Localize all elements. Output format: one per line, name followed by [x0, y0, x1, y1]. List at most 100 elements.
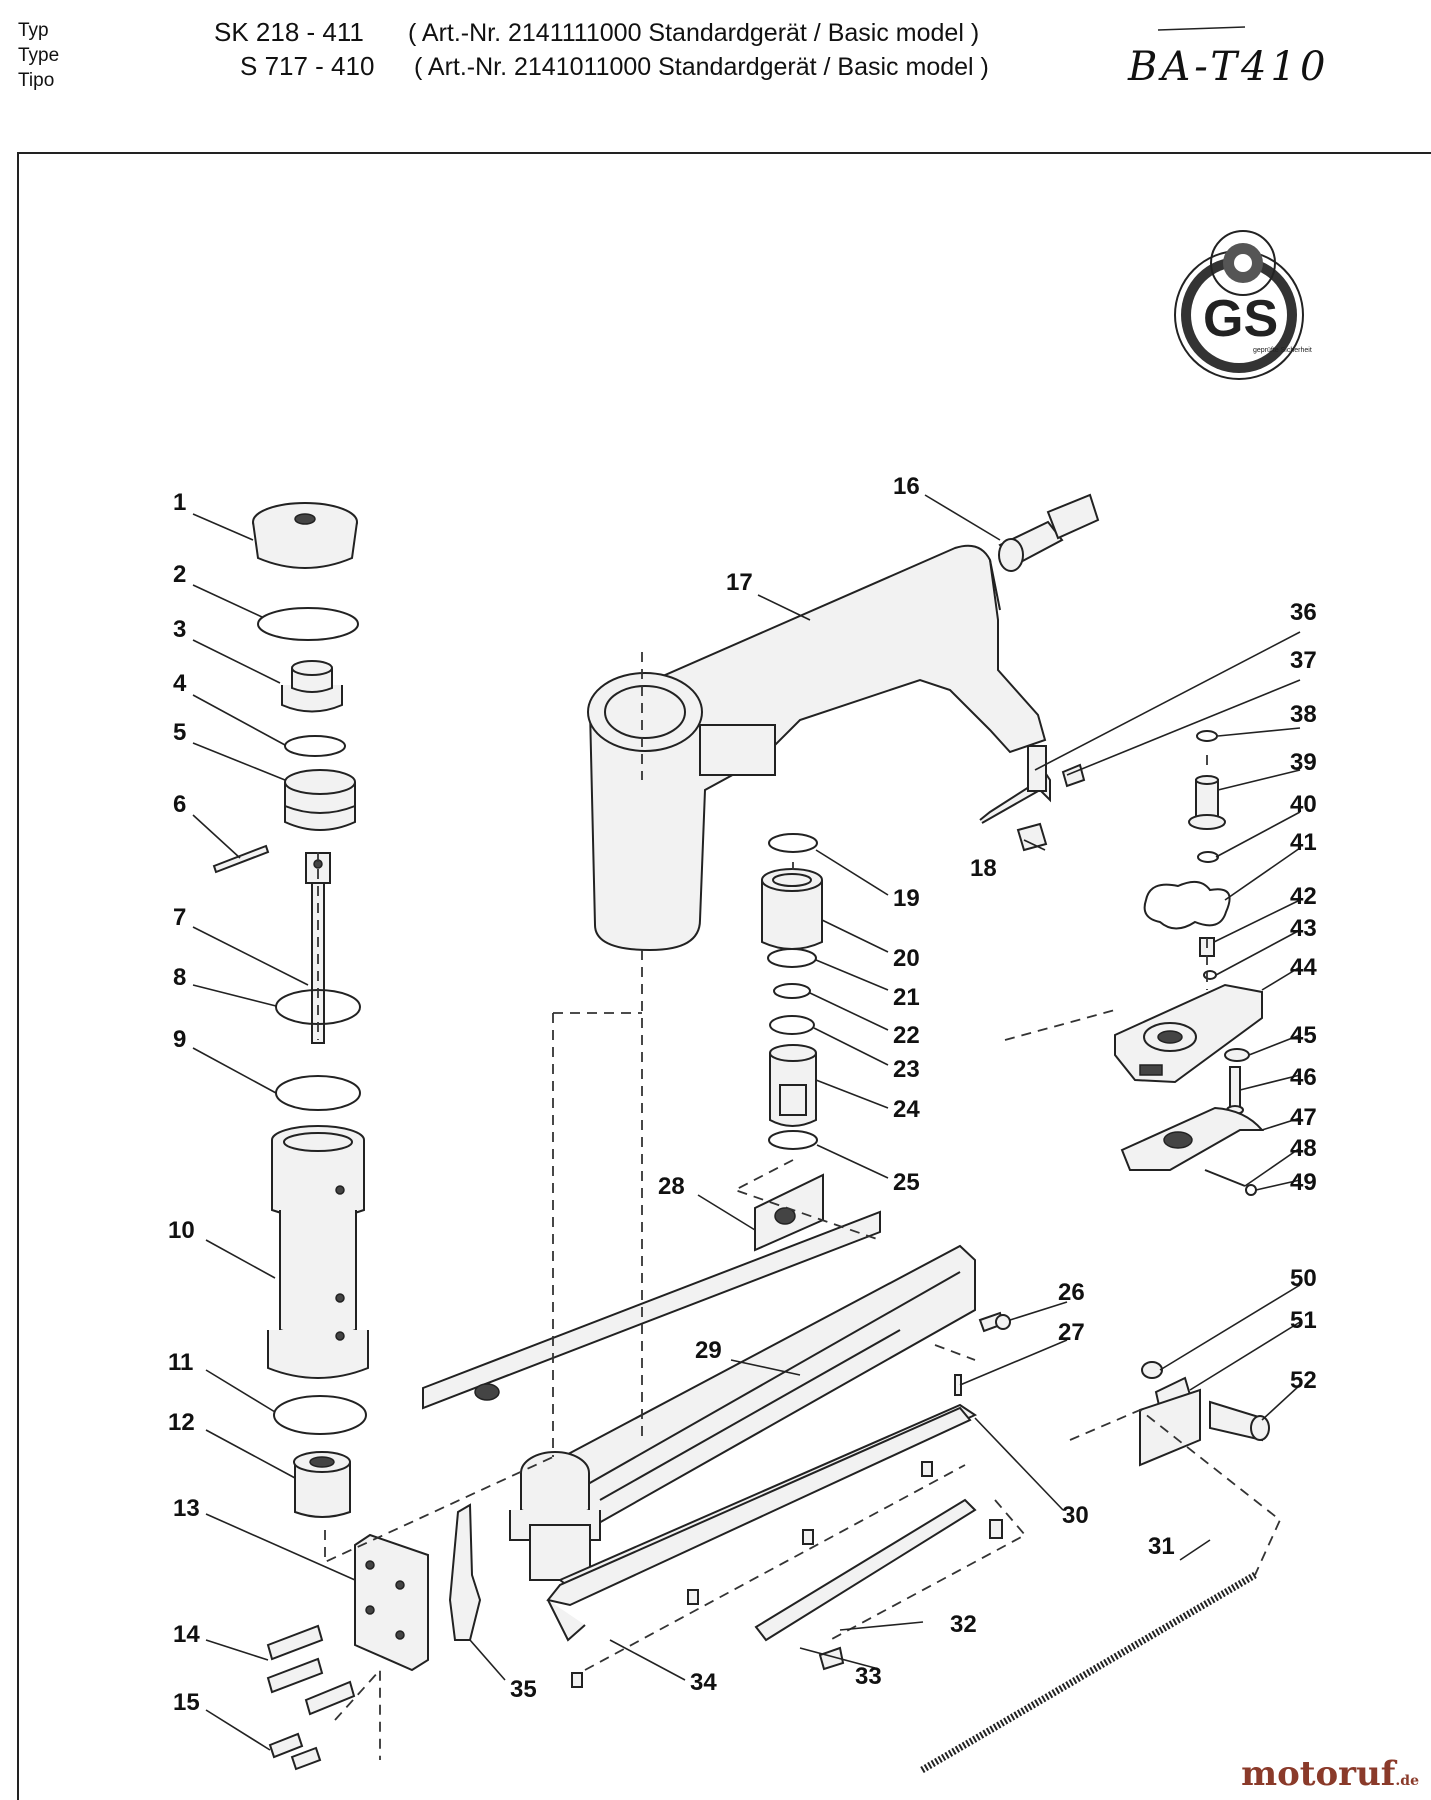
part-50-nut [1141, 1361, 1163, 1379]
callout-49: 49 [1290, 1169, 1317, 1196]
callout-26: 26 [1058, 1279, 1085, 1306]
part-22-o-ring [773, 983, 811, 999]
assembly-line-rail [829, 1499, 1027, 1641]
callout-19: 19 [893, 885, 920, 912]
part-46-pin [1226, 1066, 1244, 1115]
part-49-clip [1245, 1184, 1257, 1196]
callout-24: 24 [893, 1096, 920, 1123]
model-code-2: S 717 - 410 [240, 51, 375, 81]
type-label-it: Tipo [18, 70, 55, 91]
part-19-o-ring [768, 833, 818, 853]
part-21-o-ring [767, 948, 817, 968]
callout-16: 16 [893, 473, 920, 500]
part-17-housing [587, 544, 1047, 952]
watermark-tld: .de [1395, 1773, 1419, 1789]
gs-safety-mark-icon: GS geprüfte Sicherheit [1174, 230, 1312, 380]
part-37-screw [1061, 763, 1086, 788]
callout-11: 11 [168, 1349, 193, 1376]
callout-46: 46 [1290, 1064, 1317, 1091]
callout-33: 33 [855, 1663, 882, 1690]
part-16-air-fitting [998, 493, 1100, 572]
callout-8: 8 [173, 964, 186, 991]
callout-44: 44 [1290, 954, 1317, 981]
model-desc-2: ( Art.-Nr. 2141011000 Standardgerät / Ba… [414, 53, 989, 81]
callout-22: 22 [893, 1022, 920, 1049]
callout-36: 36 [1290, 599, 1317, 626]
part-34-pusher-rail [546, 1406, 972, 1642]
callout-4: 4 [173, 670, 187, 697]
part-31-spring-rod [920, 1571, 1257, 1774]
watermark-brand: motoruf [1241, 1754, 1396, 1794]
callout-18: 18 [970, 855, 997, 882]
callout-32: 32 [950, 1611, 977, 1638]
callout-21: 21 [893, 984, 920, 1011]
callout-39: 39 [1290, 749, 1317, 776]
callout-31: 31 [1148, 1533, 1175, 1560]
part-14-screws [266, 1624, 356, 1716]
part-33-screw [818, 1646, 845, 1671]
callout-10: 10 [168, 1217, 195, 1244]
assembly-line-valve-lower [732, 1159, 881, 1241]
part-11-o-ring [273, 1395, 367, 1435]
callout-3: 3 [173, 616, 186, 643]
part-36-bracket [979, 745, 1051, 824]
callout-51: 51 [1290, 1307, 1317, 1334]
assembly-line-screws [334, 1667, 381, 1760]
callout-25: 25 [893, 1169, 920, 1196]
part-12-bumper [293, 1451, 351, 1518]
callout-52: 52 [1290, 1367, 1317, 1394]
callout-42: 42 [1290, 883, 1317, 910]
part-20-valve-sleeve [761, 868, 823, 950]
part-43-o-ring [1203, 970, 1217, 980]
callout-numbers: 1 2 3 4 5 6 7 8 9 10 11 12 13 14 15 16 1… [168, 473, 1317, 1716]
callout-1: 1 [173, 489, 186, 516]
callout-29: 29 [695, 1337, 722, 1364]
part-45-washer [1224, 1048, 1250, 1062]
callout-47: 47 [1290, 1104, 1317, 1131]
part-magazine-screws [571, 1461, 1003, 1688]
callout-43: 43 [1290, 915, 1317, 942]
callout-17: 17 [726, 569, 753, 596]
assembly-line-pusher [1069, 1408, 1282, 1576]
callout-41: 41 [1290, 829, 1317, 856]
callout-40: 40 [1290, 791, 1317, 818]
gs-mark-letters: GS [1203, 290, 1278, 348]
type-label-de: Typ [18, 20, 49, 41]
part-13-nose-block [354, 1533, 429, 1672]
callout-15: 15 [173, 1689, 200, 1716]
part-18-screw [1016, 822, 1048, 852]
part-15-screws [268, 1732, 322, 1771]
callout-5: 5 [173, 719, 186, 746]
callout-34: 34 [690, 1669, 717, 1696]
model-desc-1: ( Art.-Nr. 2141111000 Standardgerät / Ba… [408, 19, 980, 47]
part-40-o-ring [1197, 851, 1219, 863]
part-25-o-ring [768, 1130, 818, 1150]
callout-12: 12 [168, 1409, 195, 1436]
model-code-1: SK 218 - 411 [214, 17, 364, 47]
part-10-cylinder [267, 1125, 369, 1379]
part-26-screw [978, 1311, 1011, 1333]
part-nose-housing [509, 1451, 601, 1581]
callout-37: 37 [1290, 647, 1317, 674]
part-38-o-ring [1196, 730, 1218, 742]
part-32-rail [754, 1498, 977, 1642]
callout-9: 9 [173, 1026, 186, 1053]
gs-mark-caption: geprüfte Sicherheit [1253, 347, 1312, 354]
assembly-line-rail-lower [584, 1464, 966, 1671]
callout-38: 38 [1290, 701, 1317, 728]
assembly-line-magazine [934, 1344, 976, 1361]
callout-50: 50 [1290, 1265, 1317, 1292]
callout-28: 28 [658, 1173, 685, 1200]
part-23-o-ring [769, 1015, 815, 1035]
assembly-line-bumper [324, 1456, 554, 1564]
part-4-o-ring [284, 735, 346, 757]
part-24-valve-piston [769, 1044, 817, 1127]
watermark-logo: motoruf.de [1241, 1754, 1419, 1794]
part-6-pin [212, 844, 270, 874]
callout-2: 2 [173, 561, 186, 588]
part-1-top-cap [252, 502, 358, 569]
callout-45: 45 [1290, 1022, 1317, 1049]
part-2-o-ring [257, 607, 359, 641]
callout-30: 30 [1062, 1502, 1089, 1529]
assembly-line-trigger-housing [1004, 1009, 1116, 1041]
